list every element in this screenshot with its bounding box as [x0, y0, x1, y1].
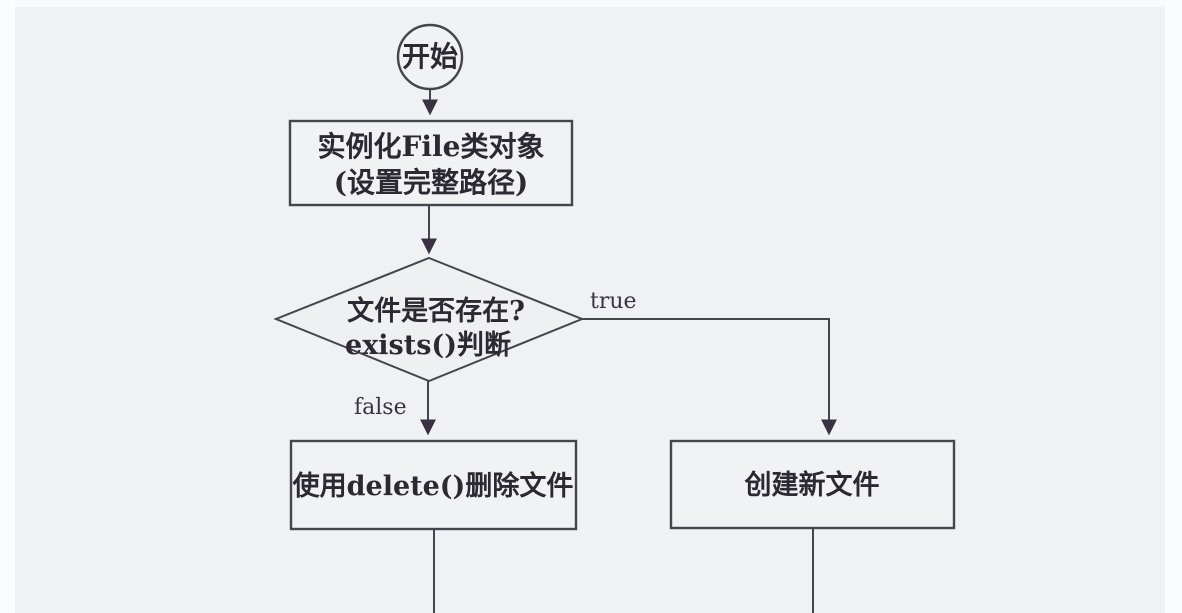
- file-exists-decision-node: 文件是否存在? exists()判断: [273, 256, 585, 383]
- instantiate-rect: [288, 119, 574, 207]
- delete-label: 使用delete()删除文件: [292, 470, 574, 502]
- false-branch-label: false: [354, 395, 407, 420]
- start-circle: [396, 23, 464, 91]
- decision-label-line1: 文件是否存在?: [347, 295, 525, 327]
- start-node: 开始: [396, 23, 464, 91]
- delete-file-node: 使用delete()删除文件: [289, 439, 578, 531]
- page-margin-right: [1165, 0, 1182, 613]
- decision-diamond: [273, 256, 585, 383]
- page-margin-left: [0, 0, 15, 613]
- page-margin-top: [0, 0, 1182, 7]
- create-rect: [669, 439, 956, 530]
- instantiate-label-line1: 实例化File类对象: [318, 130, 545, 163]
- instantiate-label-line2: (设置完整路径): [334, 166, 529, 199]
- create-label: 创建新文件: [744, 469, 880, 501]
- start-label: 开始: [402, 40, 458, 73]
- create-file-node: 创建新文件: [669, 439, 956, 530]
- delete-rect: [289, 439, 578, 531]
- decision-label-line2: exists()判断: [345, 330, 511, 361]
- edge-true-branch: [582, 318, 837, 436]
- true-branch-label: true: [590, 289, 637, 314]
- instantiate-file-node: 实例化File类对象 (设置完整路径): [288, 119, 574, 207]
